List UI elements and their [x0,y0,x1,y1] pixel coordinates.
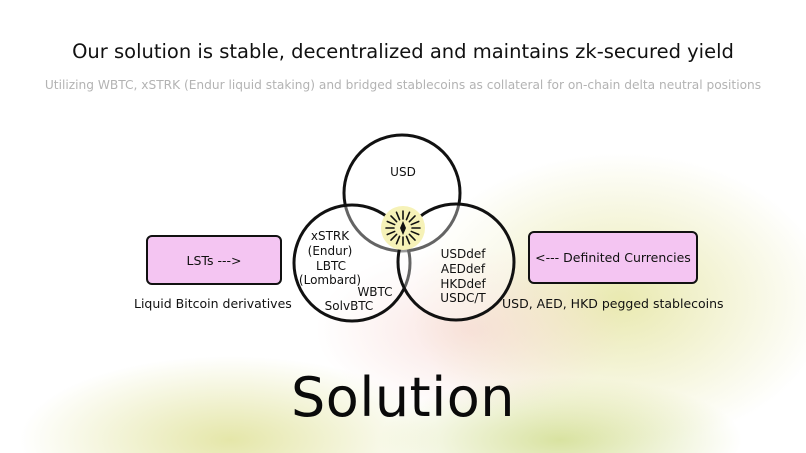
footer-title: Solution [291,366,515,429]
logo-ray [410,230,420,236]
logo-ray [390,215,398,223]
sunburst-logo-icon [381,206,425,250]
venn-top-label: USD [390,165,416,179]
logo-ray [405,211,411,221]
logo-ray [390,233,398,241]
logo-ray [408,215,416,223]
venn-circle-top [342,133,462,253]
logo-ray [395,235,401,245]
lsts-caption: Liquid Bitcoin derivatives [134,296,292,311]
venn-left-item: SolvBTC [325,299,374,313]
currencies-caption: USD, AED, HKD pegged stablecoins [502,296,724,311]
currencies-box-label: <--- Definited Currencies [535,250,691,265]
logo-ray [386,230,396,236]
venn-left-item: xSTRK [311,229,350,243]
headline: Our solution is stable, decentralized an… [72,40,734,63]
logo-ray [405,235,411,245]
venn-circle-right [396,202,516,322]
venn-left-item: (Endur) [308,244,353,258]
venn-right-item: USDC/T [440,291,486,305]
logo-ray [386,220,396,226]
currencies-box: <--- Definited Currencies [528,231,698,284]
venn-left-item: WBTC [357,285,392,299]
logo-ray [410,220,420,226]
venn-right-item: USDdef [441,247,487,261]
venn-left-item: LBTC [316,259,346,273]
logo-ray [408,233,416,241]
venn-left-item: (Lombard) [299,273,361,287]
venn-circle-left [292,203,412,323]
venn-right-item: AEDdef [441,262,486,276]
subheadline: Utilizing WBTC, xSTRK (Endur liquid stak… [44,78,762,92]
venn-right-item: HKDdef [440,277,486,291]
lsts-box-label: LSTs ---> [186,252,242,268]
logo-ray [395,211,401,221]
lsts-box: LSTs ---> [146,235,282,285]
